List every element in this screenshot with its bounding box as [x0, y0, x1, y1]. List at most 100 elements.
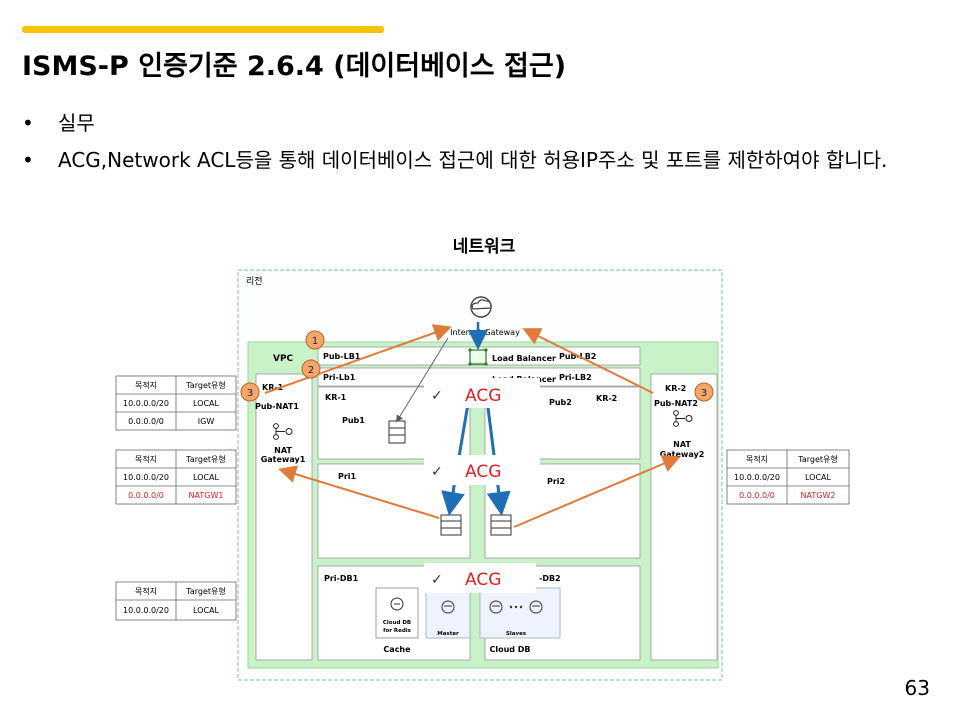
database-icon — [529, 600, 543, 614]
step-badge: 2 — [301, 359, 321, 379]
svg-text:목적지: 목적지 — [746, 454, 768, 464]
cache-box-line2: for Redis — [383, 628, 412, 634]
nat-route-arrows — [264, 324, 681, 528]
svg-text:IGW: IGW — [198, 417, 215, 426]
acg-label: ✓ ACG — [424, 378, 540, 408]
cache-box-line1: Cloud DB — [383, 620, 411, 626]
route-table: 목적지 Target유형 10.0.0.0/20 LOCAL 0.0.0.0/0… — [115, 375, 237, 431]
bullet-item: • 실무 — [22, 108, 932, 139]
nat1-label-line1: NAT — [274, 446, 292, 455]
svg-text:NATGW1: NATGW1 — [189, 491, 224, 500]
svg-text:Target유형: Target유형 — [185, 455, 225, 464]
ellipsis-icon — [509, 605, 523, 609]
lb-label: Load Balancer — [492, 354, 556, 363]
svg-text:10.0.0.0/20: 10.0.0.0/20 — [734, 473, 780, 482]
bullet-dot: • — [22, 148, 34, 172]
page-number: 63 — [904, 676, 930, 700]
server-icon — [490, 514, 512, 536]
pub-nat2-label: Pub-NAT2 — [654, 399, 698, 408]
svg-text:10.0.0.0/20: 10.0.0.0/20 — [123, 606, 169, 615]
pub1-label: Pub1 — [342, 416, 365, 425]
title-accent-bar — [22, 26, 384, 33]
kr1-left-label: KR-1 — [262, 383, 284, 392]
pri-lb1-label: Pri-Lb1 — [323, 373, 356, 382]
nat2-label-line1: NAT — [673, 440, 691, 449]
acg-label: ✓ ACG — [424, 563, 536, 593]
pri-db2-label: -DB2 — [539, 574, 561, 583]
route-table: 목적지 Target유형 10.0.0.0/20 LOCAL 0.0.0.0/0… — [726, 449, 850, 505]
pri2-label: Pri2 — [547, 477, 565, 486]
pri-db1-label: Pri-DB1 — [324, 574, 359, 583]
kr2-right-label: KR-2 — [665, 384, 686, 393]
traffic-arrows — [396, 322, 511, 516]
bullet-text: ACG,Network ACL등을 통해 데이터베이스 접근에 대한 허용IP주… — [58, 148, 888, 172]
svg-text:LOCAL: LOCAL — [193, 473, 220, 482]
nat2-label-line2: Gateway2 — [660, 450, 705, 459]
nat-gateway-icon — [673, 410, 693, 427]
slaves-label: Slaves — [506, 631, 527, 637]
step-badge: 3 — [694, 382, 714, 402]
svg-text:Target유형: Target유형 — [797, 455, 837, 464]
svg-text:목적지: 목적지 — [135, 454, 157, 464]
database-icon — [441, 600, 455, 614]
svg-text:10.0.0.0/20: 10.0.0.0/20 — [123, 399, 169, 408]
svg-text:Target유형: Target유형 — [185, 381, 225, 390]
clouddb-label: Cloud DB — [489, 645, 530, 654]
subnet-kr2-nat — [650, 373, 718, 661]
diagram-heading: 네트워크 — [453, 237, 516, 257]
step-badge: 3 — [240, 382, 260, 402]
svg-text:10.0.0.0/20: 10.0.0.0/20 — [123, 473, 169, 482]
route-table: 목적지 Target유형 10.0.0.0/20 LOCAL 0.0.0.0/0… — [115, 449, 237, 505]
bullet-text: 실무 — [58, 111, 95, 135]
region-label: 리전 — [246, 276, 263, 287]
route-table: 목적지 Target유형 10.0.0.0/20 LOCAL — [115, 581, 237, 621]
check-icon: ✓ — [431, 572, 443, 588]
pub-nat1-label: Pub-NAT1 — [255, 402, 299, 411]
svg-text:LOCAL: LOCAL — [193, 606, 220, 615]
bullet-list: • 실무 • ACG,Network ACL등을 통해 데이터베이스 접근에 대… — [22, 108, 932, 182]
svg-text:0.0.0.0/0: 0.0.0.0/0 — [739, 491, 775, 500]
kr1-inner-label: KR-1 — [325, 393, 347, 402]
pub-lb1-label: Pub-LB1 — [323, 352, 361, 361]
svg-text:0.0.0.0/0: 0.0.0.0/0 — [128, 491, 164, 500]
internet-gateway-icon — [470, 296, 492, 318]
server-icon — [388, 420, 406, 444]
pri-lb2-label: Pri-LB2 — [559, 373, 592, 382]
cache-db-box — [375, 587, 419, 639]
nat1-label-line2: Gateway1 — [261, 455, 306, 464]
server-icon — [440, 514, 462, 536]
svg-text:목적지: 목적지 — [135, 586, 157, 596]
svg-text:LOCAL: LOCAL — [805, 473, 832, 482]
svg-text:LOCAL: LOCAL — [193, 399, 220, 408]
subnet-kr1-nat — [255, 373, 313, 661]
svg-text:1: 1 — [312, 336, 318, 347]
pri1-label: Pri1 — [338, 472, 357, 481]
bullet-item: • ACG,Network ACL등을 통해 데이터베이스 접근에 대한 허용I… — [22, 145, 932, 176]
slaves-db-box — [479, 587, 561, 639]
svg-text:목적지: 목적지 — [135, 380, 157, 390]
svg-text:NATGW2: NATGW2 — [801, 491, 836, 500]
igw-label: Internet Gateway — [450, 328, 520, 337]
acg-label: ✓ ACG — [424, 455, 540, 485]
redis-icon — [390, 597, 404, 611]
kr2-inner-label: KR-2 — [596, 394, 617, 403]
pub2-label: Pub2 — [549, 398, 572, 407]
svg-text:ACG: ACG — [465, 386, 501, 406]
svg-text:ACG: ACG — [465, 462, 501, 482]
slide-title: ISMS-P 인증기준 2.6.4 (데이터베이스 접근) — [22, 51, 567, 82]
svg-text:0.0.0.0/0: 0.0.0.0/0 — [128, 417, 164, 426]
svg-text:Target유형: Target유형 — [185, 587, 225, 596]
svg-text:ACG: ACG — [465, 570, 501, 590]
bullet-dot: • — [22, 111, 34, 135]
nat-gateway-icon — [273, 423, 293, 440]
load-balancer-icon — [468, 348, 488, 366]
svg-text:3: 3 — [247, 388, 253, 399]
database-icon — [489, 600, 503, 614]
step-badge: 1 — [305, 330, 325, 350]
vpc-label: VPC — [273, 354, 294, 364]
check-icon: ✓ — [431, 388, 443, 404]
master-label: Master — [437, 631, 459, 637]
check-icon: ✓ — [431, 464, 443, 480]
cache-label: Cache — [383, 645, 411, 654]
